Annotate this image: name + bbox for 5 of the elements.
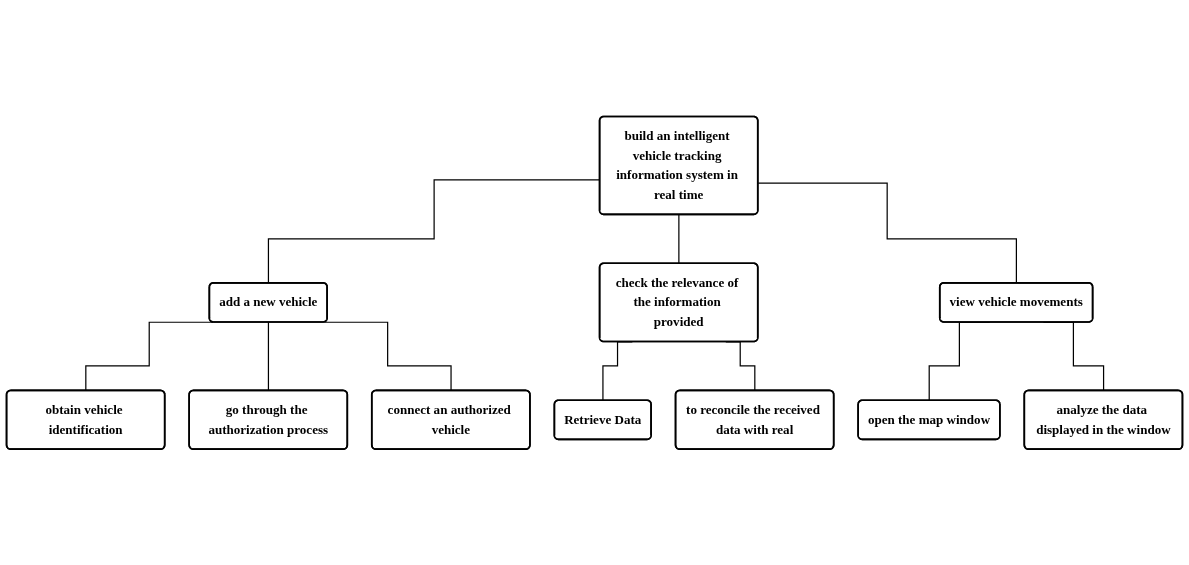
- connector: [678, 213, 680, 264]
- connector: [757, 182, 1018, 284]
- connector: [323, 321, 452, 392]
- connector: [85, 321, 214, 392]
- connector: [267, 321, 270, 392]
